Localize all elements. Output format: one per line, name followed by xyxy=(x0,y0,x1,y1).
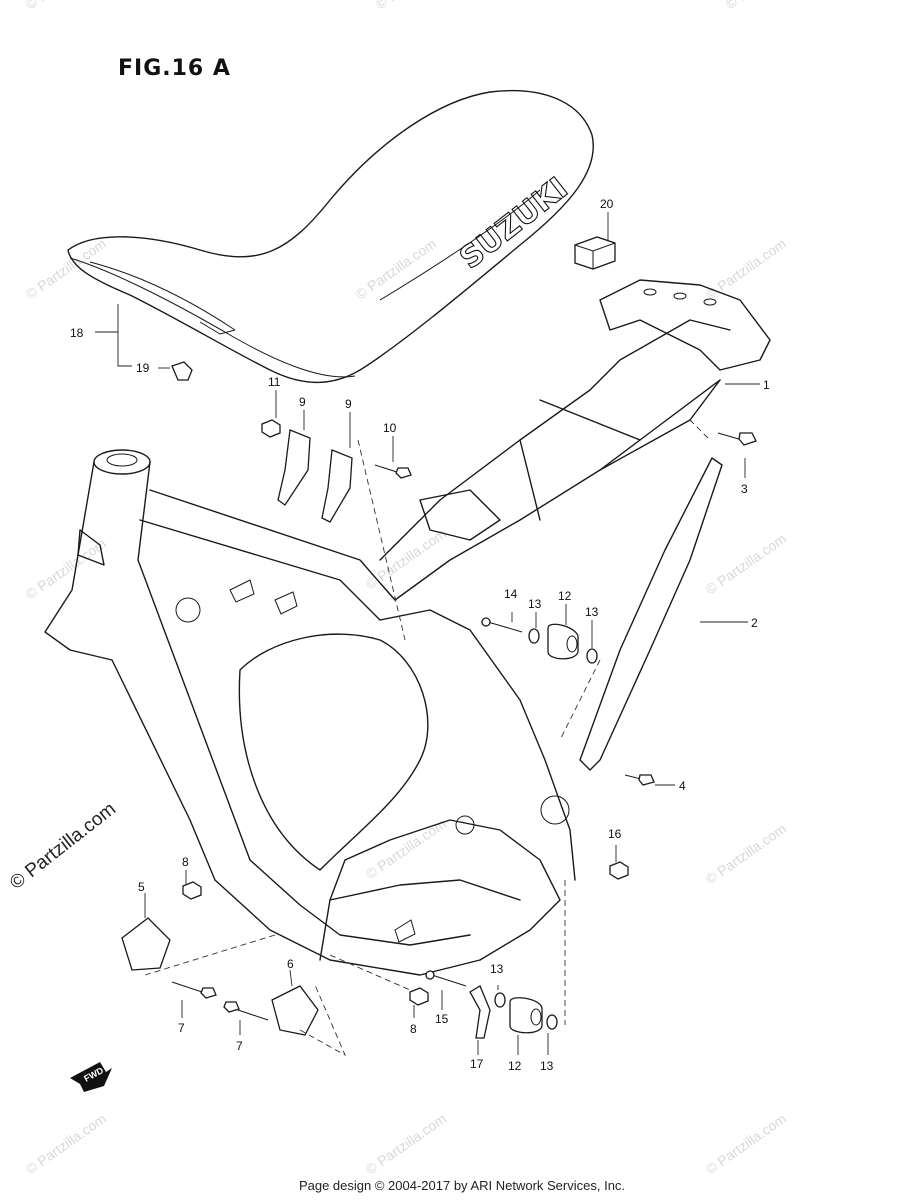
fwd-arrow: FWD xyxy=(70,1062,112,1092)
watermark: © Partzilla.com xyxy=(373,0,459,12)
callout-17: 17 xyxy=(470,1057,484,1071)
callout-5: 5 xyxy=(138,880,145,894)
callout-1: 1 xyxy=(763,378,770,392)
watermark: © Partzilla.com xyxy=(703,820,789,887)
part-7-bolts xyxy=(171,981,269,1021)
part-6-plate xyxy=(271,985,319,1036)
part-19-clip xyxy=(171,361,193,381)
callout-18: 18 xyxy=(70,326,84,340)
callout-9: 9 xyxy=(299,395,306,409)
main-frame xyxy=(44,279,771,976)
callout-9: 9 xyxy=(345,397,352,411)
watermarks: © Partzilla.com © Partzilla.com © Partzi… xyxy=(6,0,809,1177)
callout-2: 2 xyxy=(751,616,758,630)
lower-engine-mount-hardware xyxy=(425,970,558,1039)
callout-12: 12 xyxy=(508,1059,522,1073)
part-11-nut xyxy=(261,419,281,438)
watermark: © Partzilla.com xyxy=(23,535,109,602)
callout-20: 20 xyxy=(600,197,614,211)
alignment-lines xyxy=(144,419,709,1057)
callout-leaders xyxy=(95,212,760,1055)
watermark: © Partzilla.com xyxy=(723,0,809,12)
part-8-nut xyxy=(182,881,202,900)
footer-copyright: Page design © 2004-2017 by ARI Network S… xyxy=(298,1178,626,1193)
watermark: © Partzilla.com xyxy=(23,235,109,302)
part-2-strut xyxy=(579,457,723,771)
watermark-prominent: © Partzilla.com xyxy=(6,799,120,894)
callout-11: 11 xyxy=(268,375,281,389)
seat: SUZUKI xyxy=(67,89,594,384)
part-3-bolt xyxy=(717,432,757,446)
part-8-nut xyxy=(409,987,429,1006)
watermark: © Partzilla.com xyxy=(703,530,789,597)
callout-13: 13 xyxy=(490,962,504,976)
callout-3: 3 xyxy=(741,482,748,496)
callout-13: 13 xyxy=(540,1059,554,1073)
callout-14: 14 xyxy=(504,587,518,601)
callout-15: 15 xyxy=(435,1012,449,1026)
callout-19: 19 xyxy=(136,361,150,375)
watermark: © Partzilla.com xyxy=(363,1110,449,1177)
part-5-plate xyxy=(121,917,171,971)
callout-13: 13 xyxy=(528,597,542,611)
callout-4: 4 xyxy=(679,779,686,793)
callout-8: 8 xyxy=(182,855,189,869)
watermark: © Partzilla.com xyxy=(703,235,789,302)
watermark: © Partzilla.com xyxy=(353,235,439,302)
callout-6: 6 xyxy=(287,957,294,971)
part-20-cushion xyxy=(574,236,616,270)
seat-brand-logo: SUZUKI xyxy=(453,171,574,276)
part-16-nut xyxy=(609,861,629,880)
callout-10: 10 xyxy=(383,421,397,435)
upper-engine-mount-hardware xyxy=(481,617,598,664)
callout-13: 13 xyxy=(585,605,599,619)
callout-16: 16 xyxy=(608,827,622,841)
callout-12: 12 xyxy=(558,589,572,603)
callout-numbers: 1 2 3 4 5 6 7 7 8 8 9 9 10 11 12 12 13 1… xyxy=(70,197,770,1073)
part-4-bolt xyxy=(624,774,655,786)
watermark: © Partzilla.com xyxy=(363,525,449,592)
watermark: © Partzilla.com xyxy=(23,0,109,12)
watermark: © Partzilla.com xyxy=(23,1110,109,1177)
callout-7: 7 xyxy=(178,1021,185,1035)
figure-title: FIG.16 A xyxy=(118,56,231,81)
watermark: © Partzilla.com xyxy=(703,1110,789,1177)
part-9-brackets xyxy=(277,429,353,523)
part-10-bolt xyxy=(374,464,412,479)
callout-7: 7 xyxy=(236,1039,243,1053)
callout-8: 8 xyxy=(410,1022,417,1036)
